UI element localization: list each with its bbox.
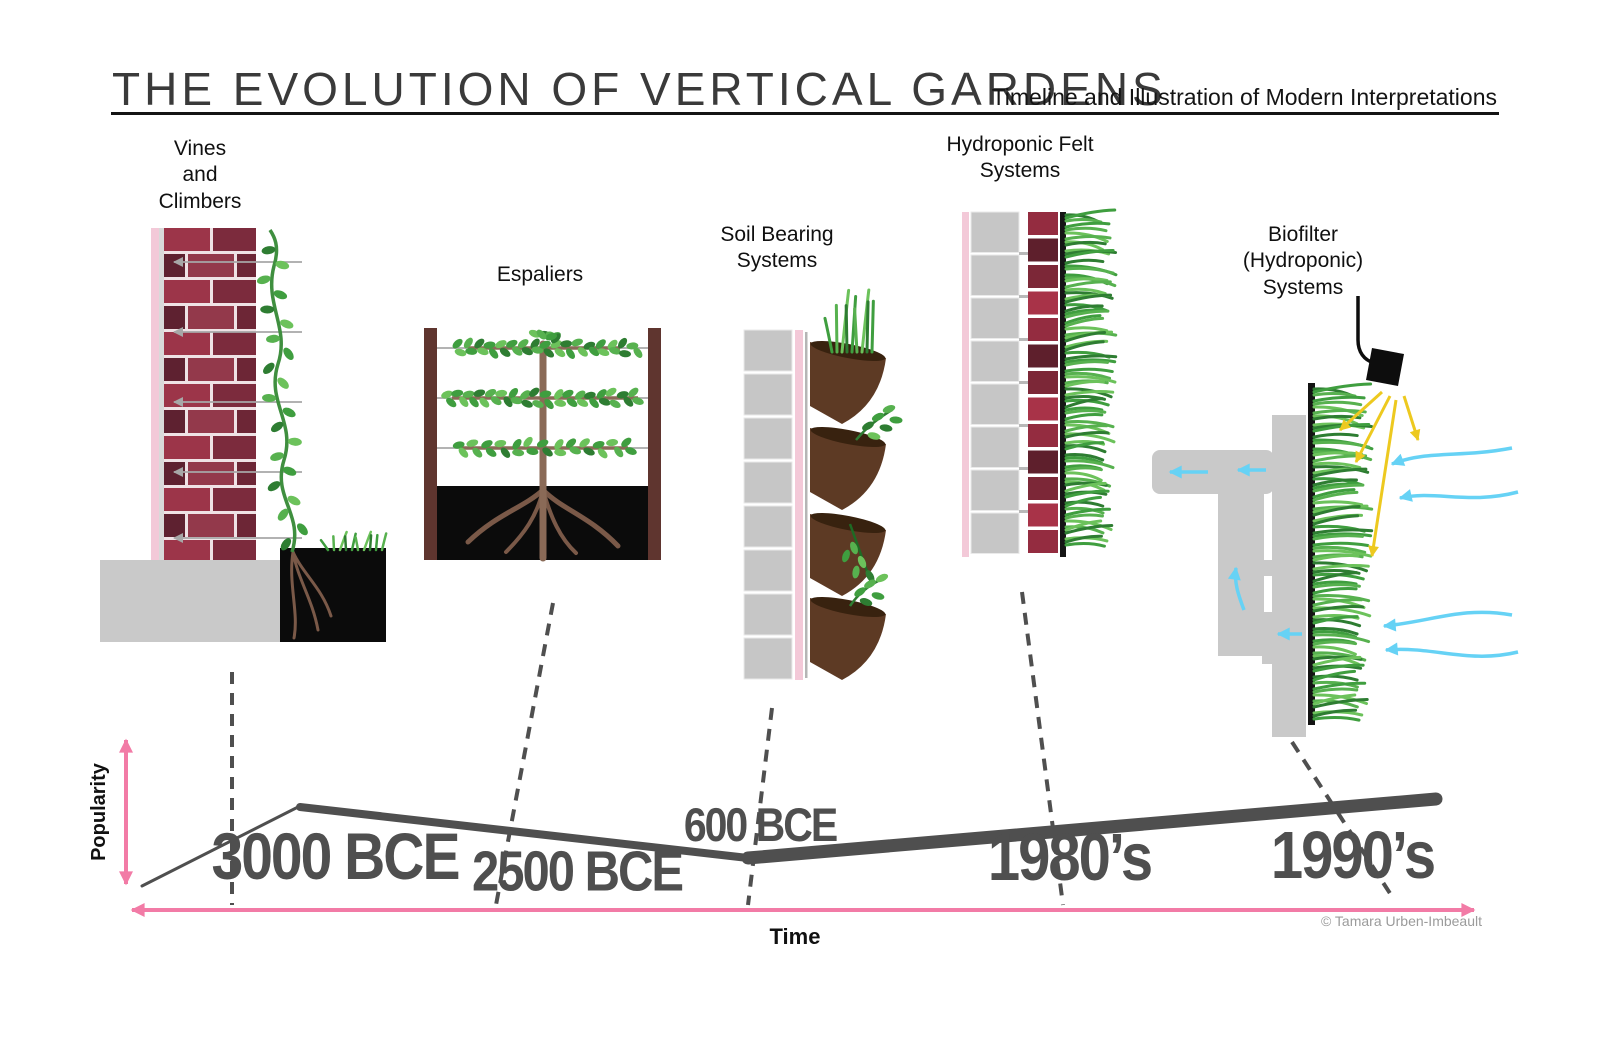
biofilter-illustration bbox=[1152, 296, 1519, 737]
era-label-600-bce: 600 BCE bbox=[683, 798, 838, 852]
planter-box bbox=[100, 560, 282, 642]
label-espaliers: Espaliers bbox=[496, 263, 584, 286]
timeline-connectors bbox=[230, 591, 1395, 906]
espalier-post-right bbox=[648, 328, 661, 560]
time-axis-label: Time bbox=[769, 924, 821, 949]
soil-bearing-illustration bbox=[743, 288, 903, 680]
felt-grass-layer bbox=[1064, 208, 1118, 548]
popularity-curve bbox=[140, 792, 1443, 888]
light-ray-arrows bbox=[1338, 390, 1421, 558]
era-label-1980s: 1980’s bbox=[987, 820, 1153, 895]
header-rule bbox=[111, 112, 1499, 115]
popularity-axis-label: Popularity bbox=[88, 763, 110, 861]
block-wall bbox=[743, 329, 793, 680]
planter-grass bbox=[319, 530, 388, 552]
pocket-plants bbox=[842, 405, 903, 607]
felt-system-wall bbox=[970, 211, 1020, 554]
vine-stem bbox=[268, 229, 297, 553]
soil-pockets bbox=[810, 341, 886, 680]
air-duct bbox=[1152, 415, 1306, 737]
vine-leaves bbox=[256, 246, 308, 551]
espalier-leaves bbox=[441, 329, 644, 459]
grow-light-icon bbox=[1356, 296, 1404, 386]
pocket-grass bbox=[823, 288, 875, 354]
espalier-illustration bbox=[424, 328, 661, 562]
page-subtitle: Timeline and Illustration of Modern Inte… bbox=[991, 84, 1497, 110]
label-biofilter: Biofilter (Hydroponic) Systems bbox=[1242, 223, 1364, 299]
label-hydroponic-felt: Hydroponic Felt Systems bbox=[946, 133, 1094, 183]
espalier-post-left bbox=[424, 328, 437, 560]
era-label-3000-bce: 3000 BCE bbox=[211, 820, 461, 894]
copyright-credit: © Tamara Urben-Imbeault bbox=[1320, 913, 1482, 929]
label-vines-and-climbers: Vines and Climbers bbox=[158, 137, 242, 213]
hydroponic-felt-illustration bbox=[962, 208, 1118, 557]
biofilter-plants bbox=[1312, 382, 1374, 722]
vine-roots bbox=[290, 550, 333, 640]
vines-and-climbers-illustration bbox=[100, 228, 388, 642]
airflow-arrows bbox=[1168, 446, 1519, 658]
page-title: THE EVOLUTION OF VERTICAL GARDENS bbox=[112, 63, 1167, 115]
label-soil-bearing: Soil Bearing Systems bbox=[720, 223, 834, 273]
era-label-1990s: 1990’s bbox=[1270, 818, 1436, 893]
soil-bed bbox=[280, 548, 386, 642]
felt-layer bbox=[1019, 212, 1058, 553]
era-label-2500-bce: 2500 BCE bbox=[471, 840, 684, 904]
